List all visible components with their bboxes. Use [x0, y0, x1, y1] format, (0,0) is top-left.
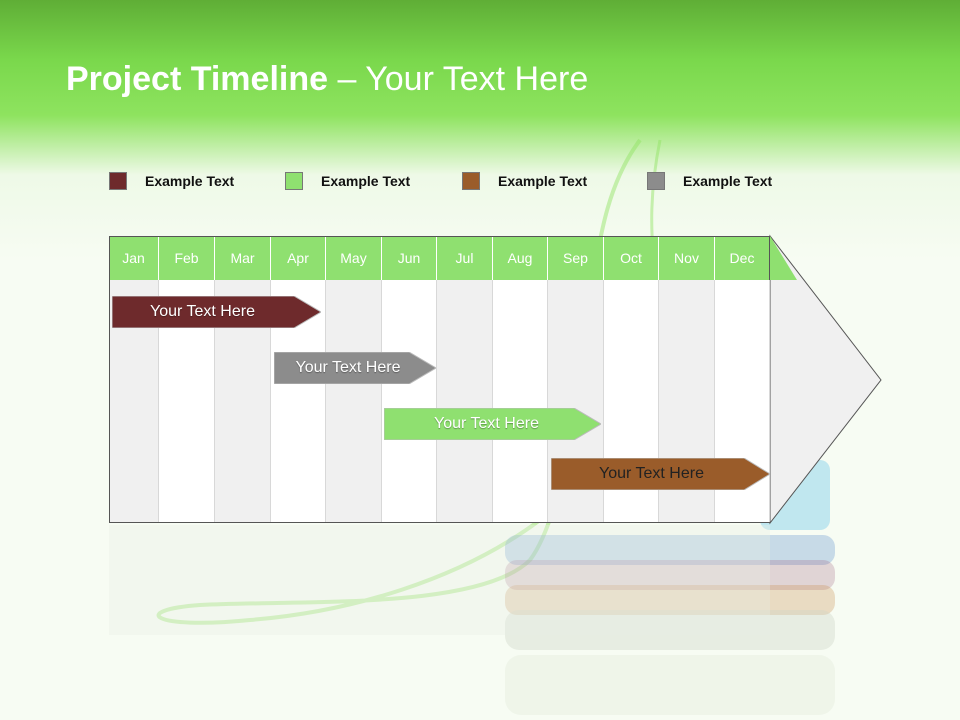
legend-label-1: Example Text [145, 173, 235, 189]
legend-item-3: Example Text [462, 170, 587, 192]
legend-item-2: Example Text [285, 170, 410, 192]
timeline-bar-3-shape [384, 408, 601, 440]
column-jun [382, 280, 437, 523]
timeline-bar-2-shape [274, 352, 436, 384]
legend-swatch-3 [462, 172, 480, 190]
month-jan: Jan [109, 236, 159, 280]
column-jul [437, 280, 493, 523]
timeline-bar-1-shape [112, 296, 321, 328]
timeline-bar-4[interactable]: Your Text Here [551, 458, 770, 490]
column-may [326, 280, 382, 523]
month-jul: Jul [437, 236, 493, 280]
timeline-bar-1-label: Your Text Here [150, 303, 255, 320]
page-title-rest: – Your Text Here [328, 60, 589, 98]
month-apr: Apr [271, 236, 326, 280]
legend-item-1: Example Text [109, 170, 234, 192]
month-aug: Aug [493, 236, 548, 280]
month-dec: Dec [715, 236, 770, 280]
month-nov: Nov [659, 236, 715, 280]
legend-label-2: Example Text [321, 173, 411, 189]
timeline-bar-2-label: Your Text Here [295, 359, 401, 376]
page-title: Project Timeline – Your Text Here [66, 60, 588, 99]
timeline-bar-3-label: Your Text Here [434, 415, 539, 432]
timeline-bar-3[interactable]: Your Text Here [384, 408, 601, 440]
month-feb: Feb [159, 236, 215, 280]
legend-swatch-4 [647, 172, 665, 190]
legend-item-4: Example Text [647, 170, 772, 192]
timeline-bar-2[interactable]: Your Text Here [274, 352, 436, 384]
legend-swatch-1 [109, 172, 127, 190]
timeline-bar-1[interactable]: Your Text Here [112, 296, 321, 328]
legend-label-3: Example Text [498, 173, 588, 189]
month-jun: Jun [382, 236, 437, 280]
column-aug [493, 280, 548, 523]
month-sep: Sep [548, 236, 604, 280]
page-title-bold: Project Timeline [66, 60, 329, 98]
timeline-bar-4-shape [551, 458, 770, 490]
timeline-grid: Jan Feb Mar Apr May Jun Jul Aug Sep Oct … [109, 236, 770, 523]
legend-label-4: Example Text [683, 173, 773, 189]
legend-swatch-2 [285, 172, 303, 190]
timeline-bar-4-label: Your Text Here [599, 465, 704, 482]
month-oct: Oct [604, 236, 659, 280]
month-mar: Mar [215, 236, 271, 280]
month-may: May [326, 236, 382, 280]
